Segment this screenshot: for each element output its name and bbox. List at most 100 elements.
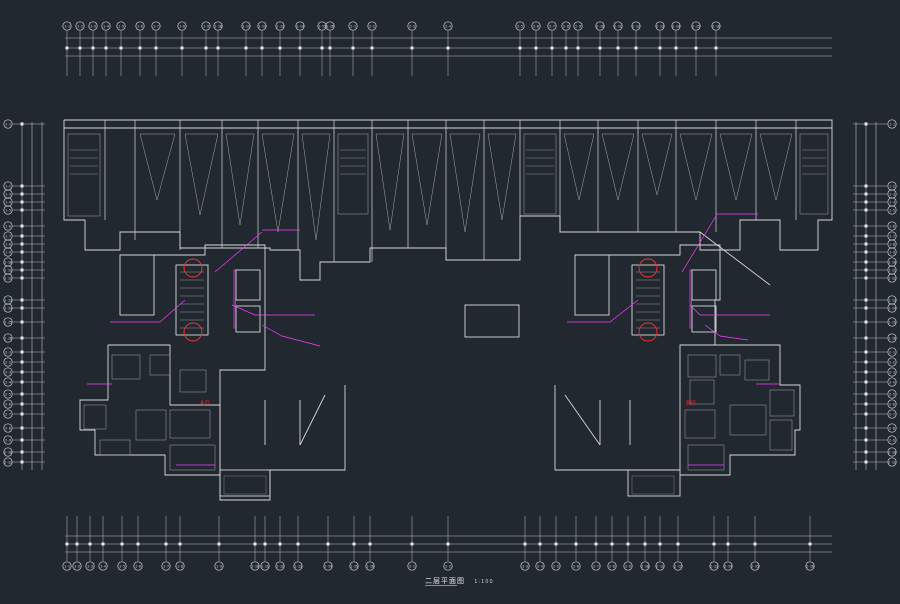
axis-label-bottom: 1-14: [324, 564, 332, 568]
axis-label-bottom: 1-9: [216, 564, 222, 568]
axis-bubble-right: [887, 447, 897, 457]
axis-bubble-top: [367, 21, 377, 31]
axis-bubble-left: [3, 389, 13, 399]
axis-bubble-right: [887, 347, 897, 357]
axis-label-left: 2-8: [5, 426, 11, 430]
axis-bubble-right: [887, 333, 897, 343]
axis-label-left: 1-4: [5, 200, 11, 204]
axis-label-top: 2-6: [533, 24, 539, 28]
axis-label-top: 2-12: [632, 24, 640, 28]
axis-label-left: 1-1: [5, 122, 11, 126]
axis-label-top: 2-2: [369, 24, 375, 28]
axis-label-right: 2-7: [889, 412, 895, 416]
axis-bubble-top: [547, 21, 557, 31]
axis-bubble-bottom: [175, 561, 185, 571]
axis-bubble-right: [887, 303, 897, 313]
axis-bubble-bottom: [161, 561, 171, 571]
axis-label-right: 1-2: [889, 184, 895, 188]
axis-label-right: 1-14: [888, 306, 896, 310]
axis-bubble-right: [887, 197, 897, 207]
axis-label-bottom: 2-4: [537, 564, 543, 568]
axis-label-top: 1-9: [203, 24, 209, 28]
axis-bubble-top: [317, 21, 327, 31]
axis-label-left: 1-6: [5, 224, 11, 228]
axis-label-top: 1-4: [103, 24, 109, 28]
axis-bubble-bottom: [709, 561, 719, 571]
axis-label-bottom: 2-6: [573, 564, 579, 568]
axis-bubble-left: [3, 265, 13, 275]
axis-bubble-right: [887, 231, 897, 241]
axis-bubble-left: [3, 205, 13, 215]
axis-label-bottom: 1-1: [64, 564, 70, 568]
axis-label-right: 1-13: [888, 298, 896, 302]
axis-bubble-top: [295, 21, 305, 31]
axis-bubble-right: [887, 119, 897, 129]
axis-bubble-left: [3, 239, 13, 249]
right-dimension-lines: [855, 122, 877, 470]
axis-bubble-bottom: [214, 561, 224, 571]
axis-label-top: 1-1: [64, 24, 70, 28]
axis-bubble-bottom: [62, 561, 72, 571]
axis-bubble-bottom: [723, 561, 733, 571]
annotation-leaders: [87, 213, 780, 466]
axis-bubble-left: [3, 303, 13, 313]
axis-bubble-top: [595, 21, 605, 31]
axis-bubble-left: [3, 377, 13, 387]
axis-label-right: 1-4: [889, 200, 895, 204]
axis-label-left: 2-3: [5, 370, 11, 374]
axis-label-top: 1-3: [90, 24, 96, 28]
axis-label-top: 1-6: [137, 24, 143, 28]
axis-label-bottom: 2-3: [522, 564, 528, 568]
axis-bubble-right: [887, 247, 897, 257]
axis-label-bottom: 2-13: [710, 564, 718, 568]
axis-bubble-left: [3, 447, 13, 457]
axis-bubble-left: [3, 435, 13, 445]
axis-label-right: 2-4: [889, 380, 895, 384]
axis-label-top: 2-14: [672, 24, 680, 28]
axis-label-top: 1-13: [276, 24, 284, 28]
axis-label-left: 1-2: [5, 184, 11, 188]
axis-label-left: 2-10: [4, 450, 12, 454]
axis-label-top: 2-10: [596, 24, 604, 28]
axis-bubble-top: [177, 21, 187, 31]
axis-bubble-right: [887, 457, 897, 467]
axis-label-bottom: 1-10: [251, 564, 259, 568]
axis-label-right: 1-9: [889, 250, 895, 254]
axis-bubble-left: [3, 231, 13, 241]
axis-bubble-top: [213, 21, 223, 31]
axis-label-right: 2-1: [889, 350, 895, 354]
axis-bubble-left: [3, 189, 13, 199]
axis-bubble-right: [887, 377, 897, 387]
axis-label-bottom: 1-7: [163, 564, 169, 568]
axis-label-right: 2-6: [889, 402, 895, 406]
axis-bubble-left: [3, 333, 13, 343]
axis-bubble-right: [887, 189, 897, 199]
axis-label-right: 1-5: [889, 208, 895, 212]
axis-label-top: 1-15: [318, 24, 326, 28]
axis-label-left: 2-11: [4, 460, 12, 464]
axis-label-right: 1-6: [889, 224, 895, 228]
axis-label-left: 1-7: [5, 234, 11, 238]
axis-bubble-right: [887, 273, 897, 283]
axis-label-top: 1-14: [296, 24, 304, 28]
axis-label-top: 1-10: [214, 24, 222, 28]
balcony-hatching: [223, 475, 675, 495]
axis-label-top: 2-16: [712, 24, 720, 28]
axis-label-top: 2-11: [614, 24, 622, 28]
axis-bubble-right: [887, 399, 897, 409]
axis-label-right: 2-3: [889, 370, 895, 374]
axis-label-bottom: 1-11: [261, 564, 269, 568]
axis-bubble-bottom: [293, 561, 303, 571]
axis-bubble-top: [515, 21, 525, 31]
drawing-caption: 二层平面图 1:100: [425, 576, 494, 586]
axis-label-left: 1-16: [4, 336, 12, 340]
axis-bubble-right: [887, 435, 897, 445]
axis-bubble-top: [613, 21, 623, 31]
axis-bubble-left: [3, 197, 13, 207]
left-dimension-lines: [21, 122, 43, 470]
axis-label-top: 1-8: [179, 24, 185, 28]
axis-label-bottom: 2-9: [625, 564, 631, 568]
axis-bubble-top: [275, 21, 285, 31]
drawing-title: 二层平面图: [425, 577, 465, 585]
axis-bubble-top: [135, 21, 145, 31]
